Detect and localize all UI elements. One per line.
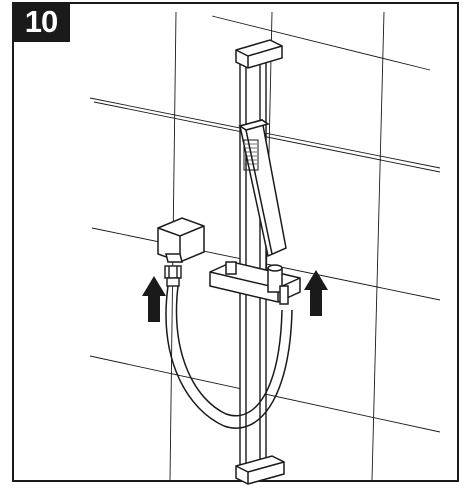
up-arrow-icon bbox=[142, 276, 166, 322]
step-number-badge: 10 bbox=[12, 2, 70, 42]
wall-outlet-elbow bbox=[157, 217, 205, 263]
hand-shower bbox=[238, 119, 287, 258]
up-arrow-icon bbox=[304, 270, 328, 316]
wall-tile-grid bbox=[89, 11, 441, 481]
step-frame bbox=[12, 2, 459, 482]
shower-hose bbox=[165, 285, 293, 429]
rail-top-bracket bbox=[235, 39, 283, 69]
sliding-holder bbox=[209, 261, 301, 305]
hose-connector-nut bbox=[164, 265, 182, 287]
rail-bottom-bracket bbox=[235, 455, 285, 485]
